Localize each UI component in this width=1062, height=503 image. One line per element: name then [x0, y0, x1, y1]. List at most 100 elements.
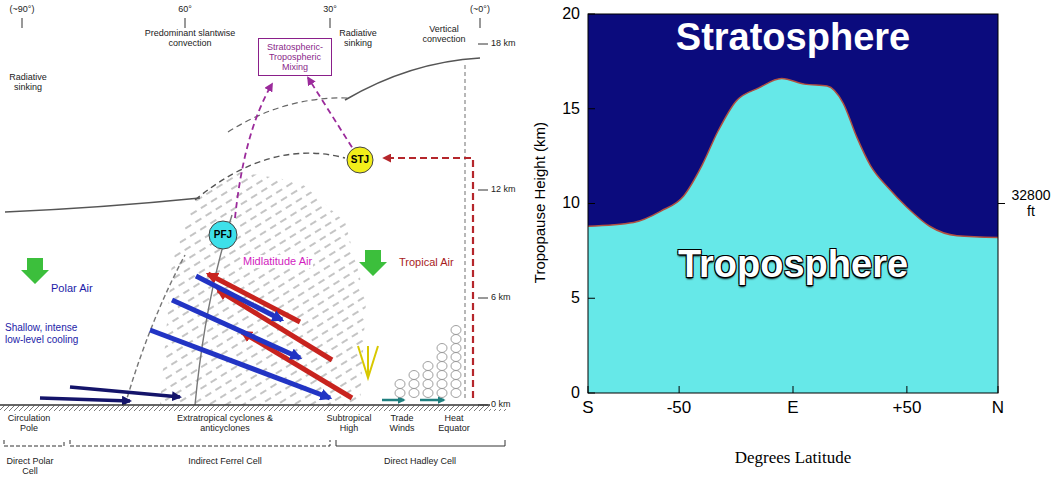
- cell-name: Direct Hadley Cell: [383, 456, 457, 466]
- convective-cloud: [423, 389, 433, 398]
- axis-tick: [588, 298, 595, 299]
- layer-name: Troposphere: [678, 243, 908, 287]
- convective-cloud: [423, 371, 433, 380]
- convective-cloud: [395, 380, 405, 389]
- upper-tropopause: [228, 98, 348, 132]
- cold-air-arrow: [172, 300, 300, 358]
- layer-name: Stratosphere: [676, 16, 910, 60]
- cell-bracket: [336, 440, 505, 446]
- hadley-flow-arrow: [384, 158, 473, 398]
- convective-cloud: [409, 389, 419, 398]
- tropical-tropopause: [345, 58, 480, 100]
- text-label: Trade Winds: [379, 413, 425, 434]
- text-label: Predominant slantwise convection: [139, 28, 241, 49]
- convective-cloud: [437, 389, 447, 398]
- polar-tropopause: [5, 198, 200, 212]
- text-label: (~90°): [9, 4, 36, 14]
- height-tick: [478, 298, 488, 299]
- convective-cloud: [451, 353, 461, 362]
- tick-label: S: [582, 398, 593, 418]
- tick-label: 0: [571, 384, 580, 402]
- latitude-tick: [480, 18, 481, 28]
- axis-tick: [588, 386, 589, 393]
- text-label: (~0°): [469, 4, 491, 14]
- cell-bracket: [4, 440, 64, 446]
- text-label: Radiative sinking: [335, 28, 381, 49]
- cell-bracket: [70, 440, 330, 446]
- cold-air-arrow: [150, 330, 330, 398]
- text-label: Shallow, intense low-level cooling: [4, 322, 90, 345]
- latitude-tick: [22, 18, 23, 28]
- text-label: Vertical convection: [417, 24, 471, 45]
- axis-title: Tropopause Height (km): [531, 122, 548, 283]
- sinking-arrow: [359, 250, 387, 276]
- convective-cloud: [437, 371, 447, 380]
- jet-core: [209, 221, 237, 249]
- axis-tick: [588, 393, 595, 394]
- axis-tick: [906, 386, 907, 393]
- convective-cloud: [451, 380, 461, 389]
- tropopause-chart: [588, 14, 1005, 393]
- axis-tick: [588, 203, 595, 204]
- warm-air-arrow: [218, 290, 332, 360]
- warm-air-arrow: [208, 274, 300, 322]
- cell-name: Direct Polar Cell: [0, 456, 61, 477]
- latitude-tick: [330, 18, 331, 28]
- tick-label: 10: [562, 194, 580, 212]
- height-annotation: 32800 ft: [1008, 187, 1054, 219]
- convective-cloud: [451, 326, 461, 335]
- height-tick: [478, 190, 488, 191]
- text-label: 6 km: [490, 292, 512, 302]
- cell-bracket: [4, 440, 505, 446]
- tick-label: N: [992, 398, 1004, 418]
- text-label: 18 km: [490, 38, 517, 48]
- midlatitude-tropopause: [195, 153, 345, 200]
- convective-cloud: [395, 326, 461, 398]
- text-label: Midlatitude Air: [242, 255, 313, 268]
- convective-cloud: [451, 371, 461, 380]
- axis-tick: [998, 386, 999, 393]
- convective-cloud: [423, 362, 433, 371]
- cold-air-arrow: [150, 276, 330, 398]
- mixing-flow-arrow: [235, 84, 272, 218]
- height-tick: [478, 44, 488, 405]
- node-text: Stratospheric-Tropospheric Mixing: [262, 42, 328, 73]
- tick-label: 5: [571, 289, 580, 307]
- axis-tick: [679, 386, 680, 393]
- jet-circle: PFJ: [208, 220, 238, 250]
- cold-air-arrow: [196, 276, 282, 320]
- tick-label: +50: [893, 398, 922, 418]
- text-label: Radiative sinking: [3, 72, 53, 93]
- trade-wind-arrow: [420, 399, 444, 402]
- tropopause-line: [588, 78, 998, 237]
- surface-outflow-arrow: [40, 398, 130, 401]
- latitude-tick: [22, 18, 480, 28]
- text-label: Subtropical High: [317, 413, 381, 434]
- text-label: Polar Air: [50, 282, 94, 295]
- convective-cloud: [409, 380, 419, 389]
- convective-cloud: [437, 362, 447, 371]
- jet-core: [347, 147, 373, 173]
- convective-cloud: [451, 335, 461, 344]
- height-tick: [478, 44, 488, 45]
- axis-title: Degrees Latitude: [735, 448, 852, 468]
- tick-label: E: [787, 398, 798, 418]
- latitude-tick: [185, 18, 186, 28]
- convective-cloud: [409, 371, 419, 380]
- flow-arrow: [308, 78, 352, 148]
- tick-label: 20: [562, 5, 580, 23]
- convective-cloud: [437, 380, 447, 389]
- axis-tick: [588, 108, 595, 109]
- convective-cloud: [423, 380, 433, 389]
- convection-column: [464, 62, 465, 398]
- subtropical-divergence: [358, 346, 378, 378]
- text-label: 60°: [177, 4, 193, 14]
- node-text: STJ: [351, 154, 369, 166]
- text-label: Tropical Air: [398, 256, 455, 269]
- text-label: 12 km: [490, 184, 517, 194]
- sinking-arrow: [21, 258, 49, 284]
- convective-cloud: [437, 344, 447, 353]
- text-label: Circulation Pole: [0, 413, 59, 434]
- tick-label: -50: [667, 398, 692, 418]
- ground-hatching: [0, 405, 508, 411]
